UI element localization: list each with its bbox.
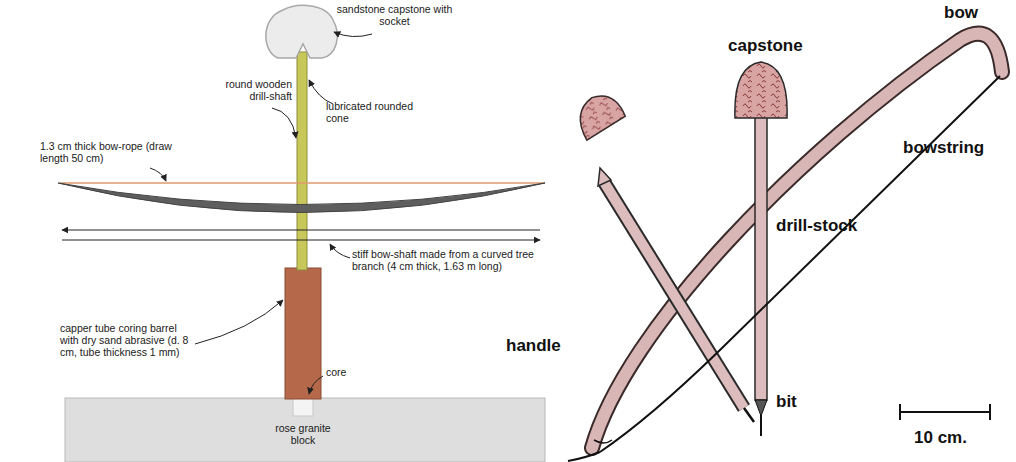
- handle-tip: [744, 408, 754, 422]
- core: [293, 398, 313, 416]
- part-label: stiff bow-shaft made from a curved tree …: [352, 248, 552, 272]
- capstone: [266, 5, 337, 58]
- part-label: sandstone capstone with socket: [332, 3, 457, 27]
- copper-tube: [285, 268, 321, 399]
- part-label: lubricated rounded cone: [326, 100, 418, 124]
- bow: [592, 34, 1002, 448]
- bowstring: [568, 452, 600, 461]
- handle: [604, 182, 744, 408]
- bowstring: [600, 76, 1000, 452]
- bow: [592, 34, 1002, 448]
- drill-shaft: [297, 52, 307, 270]
- handle: [604, 182, 744, 408]
- granite-block: [65, 398, 545, 462]
- bit: [755, 400, 767, 416]
- part-label: capper tube coring barrel with dry sand …: [60, 322, 195, 358]
- bow-shaft: [58, 183, 545, 213]
- part-label: round wooden drill-shaft: [216, 78, 292, 102]
- capstone: [735, 62, 787, 118]
- part-label: rose granite block: [272, 422, 334, 446]
- motion-arrow: [62, 240, 540, 241]
- part-label: capstone: [728, 36, 803, 56]
- capstone: [574, 90, 629, 141]
- part-label: bowstring: [903, 138, 984, 158]
- scale-bar: [900, 404, 990, 420]
- part-label: drill-stock: [776, 216, 857, 236]
- part-label: bit: [776, 392, 797, 412]
- part-label: core: [326, 366, 366, 378]
- part-label: handle: [506, 336, 561, 356]
- part-label: bow: [944, 3, 978, 23]
- part-label: 1.3 cm thick bow-rope (draw length 50 cm…: [40, 140, 195, 164]
- drill-stock: [755, 116, 767, 400]
- bowstring-wrap: [594, 440, 612, 443]
- handle-tip: [598, 168, 611, 186]
- bit: [760, 414, 762, 436]
- scale-label: 10 cm.: [914, 428, 967, 448]
- bow-rope: [60, 182, 545, 184]
- motion-arrow: [62, 230, 540, 231]
